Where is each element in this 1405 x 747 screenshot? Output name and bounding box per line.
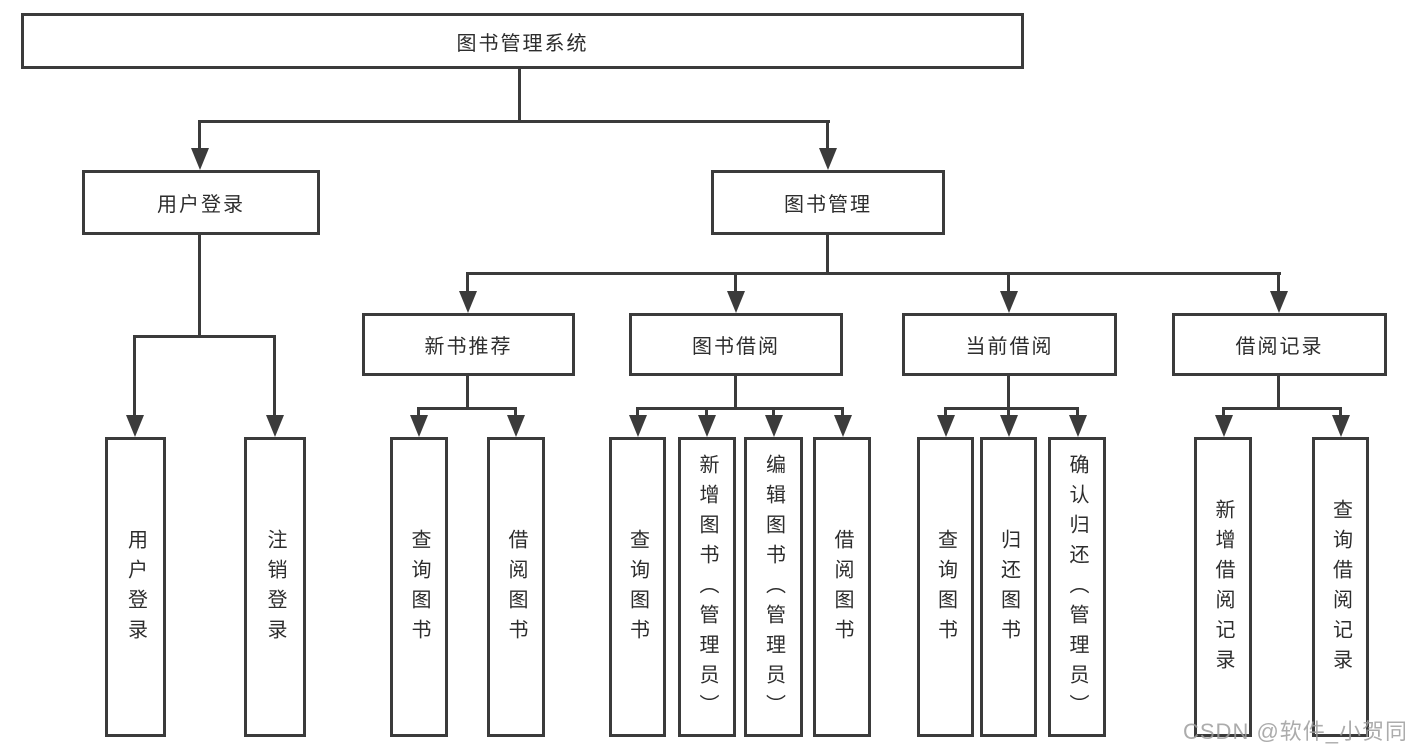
- node-label: 查询图书: [934, 529, 957, 649]
- connector-arm: [514, 407, 517, 421]
- connector-user-login-hbar: [134, 335, 276, 338]
- leaf-borrow-book: 借阅图书: [813, 437, 871, 737]
- node-new-book-recommend: 新书推荐: [362, 313, 575, 376]
- connector-arm: [1007, 407, 1010, 421]
- node-label: 新增图书（管理员）: [696, 454, 718, 724]
- leaf-confirm-return-admin: 确认归还（管理员）: [1048, 437, 1106, 737]
- leaf-borrow-book-recommend: 借阅图书: [487, 437, 545, 737]
- connector-root-hbar: [199, 120, 830, 123]
- connector-arm: [705, 407, 708, 421]
- node-label: 借阅记录: [1235, 336, 1324, 358]
- connector-current-borrow-hbar: [944, 407, 1079, 410]
- connector-arm-leaf-logout: [273, 335, 276, 417]
- node-label: 注销登录: [264, 529, 286, 649]
- connector-arm: [1076, 407, 1079, 421]
- connector-arm: [636, 407, 639, 421]
- leaf-user-login: 用户登录: [105, 437, 166, 737]
- node-label: 当前借阅: [965, 336, 1054, 358]
- node-label: 用户登录: [157, 194, 245, 216]
- leaf-query-book-borrow: 查询图书: [609, 437, 666, 737]
- node-user-login: 用户登录: [82, 170, 320, 235]
- node-label: 查询图书: [408, 529, 430, 649]
- connector-new-book-stem: [466, 376, 469, 408]
- connector-arm-current-borrow: [1007, 272, 1010, 294]
- arrowhead-book-management: [819, 148, 837, 170]
- arrowhead-book-borrow: [727, 291, 745, 313]
- leaf-query-borrow-record: 查询借阅记录: [1312, 437, 1369, 737]
- node-label: 新增借阅记录: [1212, 499, 1234, 679]
- leaf-add-borrow-record: 新增借阅记录: [1194, 437, 1252, 737]
- connector-arm-borrow-record: [1277, 272, 1280, 294]
- arrowhead: [1069, 415, 1087, 437]
- arrowhead-new-book: [459, 291, 477, 313]
- connector-book-borrow-hbar: [636, 407, 844, 410]
- connector-arm: [1222, 407, 1225, 421]
- connector-arm: [417, 407, 420, 421]
- leaf-return-book: 归还图书: [980, 437, 1037, 737]
- connector-root-stem: [518, 69, 521, 121]
- connector-arm-leaf-login: [133, 335, 136, 417]
- connector-arm-new-book: [466, 272, 469, 294]
- arrowhead: [1000, 415, 1018, 437]
- connector-borrow-record-hbar: [1222, 407, 1342, 410]
- node-book-borrow: 图书借阅: [629, 313, 843, 376]
- leaf-query-book-recommend: 查询图书: [390, 437, 448, 737]
- node-label: 查询借阅记录: [1329, 499, 1352, 679]
- node-label: 新书推荐: [424, 336, 513, 358]
- node-book-management: 图书管理: [711, 170, 945, 235]
- arrowhead-leaf-login: [126, 415, 144, 437]
- arrowhead: [1215, 415, 1233, 437]
- connector-arm: [1339, 407, 1342, 421]
- node-label: 图书管理: [784, 194, 872, 216]
- node-label: 借阅图书: [505, 529, 527, 649]
- node-label: 归还图书: [997, 529, 1020, 649]
- arrowhead-leaf-logout: [266, 415, 284, 437]
- arrowhead: [834, 415, 852, 437]
- node-library-management-system: 图书管理系统: [21, 13, 1024, 69]
- connector-arm: [944, 407, 947, 421]
- arrowhead-user-login: [191, 148, 209, 170]
- connector-arm-book-borrow: [734, 272, 737, 294]
- arrowhead-borrow-record: [1270, 291, 1288, 313]
- connector-arm: [772, 407, 775, 421]
- leaf-add-book-admin: 新增图书（管理员）: [678, 437, 736, 737]
- arrowhead: [698, 415, 716, 437]
- arrowhead: [410, 415, 428, 437]
- connector-arm: [841, 407, 844, 421]
- node-borrow-record: 借阅记录: [1172, 313, 1387, 376]
- leaf-edit-book-admin: 编辑图书（管理员）: [744, 437, 803, 737]
- leaf-query-book-current: 查询图书: [917, 437, 974, 737]
- connector-current-borrow-stem: [1007, 376, 1010, 408]
- node-label: 查询图书: [626, 529, 649, 649]
- connector-arm-user-login: [198, 120, 201, 152]
- arrowhead: [507, 415, 525, 437]
- connector-new-book-hbar: [417, 407, 517, 410]
- arrowhead-current-borrow: [1000, 291, 1018, 313]
- csdn-watermark: CSDN @软件_小贺同学: [1183, 719, 1405, 744]
- node-label: 确认归还（管理员）: [1066, 454, 1088, 724]
- arrowhead: [629, 415, 647, 437]
- node-current-borrow: 当前借阅: [902, 313, 1117, 376]
- node-label: 图书借阅: [692, 336, 780, 358]
- node-label: 图书管理系统: [456, 32, 589, 55]
- connector-user-login-stem: [198, 235, 201, 335]
- arrowhead: [937, 415, 955, 437]
- connector-book-management-hbar: [467, 272, 1281, 275]
- arrowhead: [1332, 415, 1350, 437]
- node-label: 借阅图书: [831, 529, 853, 649]
- leaf-logout: 注销登录: [244, 437, 306, 737]
- node-label: 用户登录: [124, 529, 147, 649]
- connector-arm-book-management: [826, 120, 829, 152]
- connector-book-management-stem: [826, 235, 829, 273]
- connector-borrow-record-stem: [1277, 376, 1280, 408]
- arrowhead: [765, 415, 783, 437]
- node-label: 编辑图书（管理员）: [762, 454, 785, 724]
- connector-book-borrow-stem: [734, 376, 737, 408]
